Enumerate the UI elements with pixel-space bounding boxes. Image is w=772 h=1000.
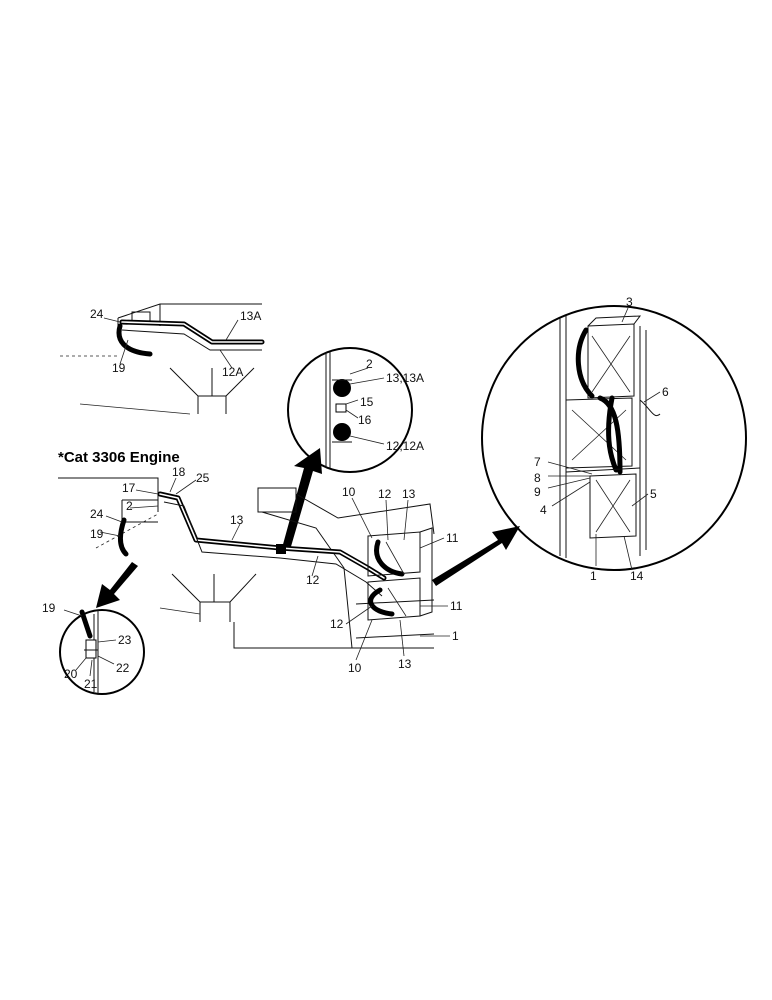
label-bat-1: 1: [590, 569, 597, 583]
label-det-20: 20: [64, 667, 78, 681]
label-det-23: 23: [118, 633, 132, 647]
label-main-11a: 11: [446, 531, 459, 545]
label-bat-5: 5: [650, 487, 657, 501]
label-main-24: 24: [90, 507, 104, 521]
label-top-13A: 13A: [240, 309, 261, 323]
label-sec-2: 2: [366, 357, 373, 371]
label-sec-13-13A: 13,13A: [386, 371, 424, 385]
label-main-12: 12: [306, 573, 320, 587]
label-bat-3: 3: [626, 295, 633, 309]
label-main-17: 17: [122, 481, 136, 495]
label-main-2: 2: [126, 499, 133, 513]
label-bat-8: 8: [534, 471, 541, 485]
label-det-22: 22: [116, 661, 130, 675]
label-top-24: 24: [90, 307, 104, 321]
label-main-1: 1: [452, 629, 459, 643]
label-sec-15: 15: [360, 395, 374, 409]
label-top-19: 19: [112, 361, 126, 375]
label-bat-7: 7: [534, 455, 541, 469]
label-sec-16: 16: [358, 413, 372, 427]
arrow-to-battery-detail: [432, 526, 520, 586]
label-bat-6: 6: [662, 385, 669, 399]
label-main-18: 18: [172, 465, 186, 479]
main-view: [58, 477, 450, 661]
label-main-19: 19: [90, 527, 104, 541]
label-sec-12-12A: 12,12A: [386, 439, 424, 453]
label-main-12b: 12: [378, 487, 392, 501]
label-main-10a: 10: [342, 485, 356, 499]
label-main-13c: 13: [398, 657, 412, 671]
section-detail-circle: [287, 347, 413, 473]
label-bat-14: 14: [630, 569, 644, 583]
label-main-12c: 12: [330, 617, 344, 631]
ground-detail-circle: [59, 609, 145, 695]
label-det-21: 21: [84, 677, 98, 691]
label-main-11b: 11: [450, 599, 463, 613]
arrow-to-section: [282, 448, 322, 550]
label-bat-9: 9: [534, 485, 541, 499]
label-main-13: 13: [230, 513, 244, 527]
label-main-25: 25: [196, 471, 210, 485]
top-partial-view: [60, 303, 265, 415]
label-main-10b: 10: [348, 661, 362, 675]
battery-detail-circle: [481, 305, 747, 571]
label-bat-4: 4: [540, 503, 547, 517]
arrow-to-ground-detail: [96, 562, 138, 608]
engine-title: *Cat 3306 Engine: [58, 449, 180, 466]
label-top-12A: 12A: [222, 365, 243, 379]
label-det-19: 19: [42, 601, 56, 615]
label-main-13b: 13: [402, 487, 416, 501]
